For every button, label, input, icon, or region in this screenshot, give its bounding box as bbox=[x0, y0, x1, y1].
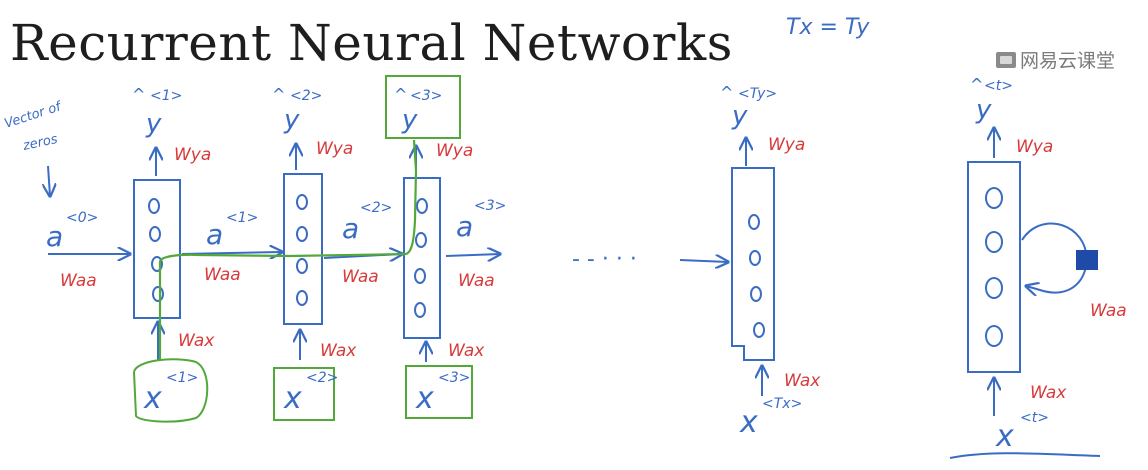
slide-title: Recurrent Neural Networks bbox=[10, 14, 733, 72]
a3-superscript: <3> bbox=[474, 198, 506, 214]
waa-label-0: Waa bbox=[60, 271, 97, 291]
note-tx-equals-ty: Tx = Ty bbox=[786, 15, 870, 40]
a1-arrow bbox=[181, 252, 282, 254]
input-box-1 bbox=[132, 358, 209, 423]
hat-mark-3: ^ bbox=[394, 85, 407, 104]
waa-label-3: Waa bbox=[458, 271, 495, 291]
hidden-cell-last bbox=[731, 167, 775, 361]
wya-label-3: Wya bbox=[436, 141, 473, 161]
y-hat-1: y bbox=[145, 109, 162, 139]
waa-label-1: Waa bbox=[204, 265, 241, 285]
timestep-3: Wya y ^ <3> Wax x <3> bbox=[385, 75, 485, 419]
rolled-x-sup: <t> bbox=[1020, 410, 1049, 426]
ellipsis-arrow bbox=[679, 260, 728, 262]
note-vector-of-zeros: Vector of zeros bbox=[3, 99, 65, 196]
wax-label-2: Wax bbox=[320, 341, 357, 361]
hidden-cell-2 bbox=[283, 173, 323, 325]
initial-activation-label: a <0> bbox=[46, 210, 98, 253]
a1-label: a bbox=[206, 218, 223, 251]
y-sup-1: <1> bbox=[150, 88, 182, 104]
a3-arrow bbox=[445, 254, 500, 256]
rolled-y-sup: <t> bbox=[984, 78, 1013, 94]
y-hat-last: y bbox=[731, 101, 748, 131]
y-hat-3: y bbox=[401, 105, 418, 135]
hidden-units-3 bbox=[414, 198, 428, 318]
a0-label: a bbox=[46, 220, 63, 253]
y-sup-2: <2> bbox=[290, 88, 322, 104]
underline-stroke bbox=[949, 452, 1101, 459]
wya-label-1: Wya bbox=[174, 145, 211, 165]
input-box-2 bbox=[273, 367, 335, 421]
hidden-cell-3 bbox=[403, 177, 441, 339]
y-sup-3: <3> bbox=[410, 88, 442, 104]
output-box-3 bbox=[385, 75, 461, 139]
note-line-1: Vector of bbox=[3, 99, 65, 132]
wya-label-last: Wya bbox=[768, 135, 805, 155]
cloud-classroom-logo-icon bbox=[996, 51, 1016, 68]
rolled-x-input: x bbox=[995, 419, 1014, 454]
note-arrow bbox=[48, 165, 50, 196]
wya-label-2: Wya bbox=[316, 139, 353, 159]
rolled-waa-label: Waa bbox=[1090, 301, 1127, 321]
rolled-cell bbox=[967, 161, 1021, 373]
hidden-cell-1 bbox=[133, 179, 181, 319]
a1-superscript: <1> bbox=[226, 210, 258, 226]
x-sup-3: <3> bbox=[438, 370, 470, 386]
rolled-hat-mark: ^ bbox=[970, 75, 983, 94]
hidden-units-2 bbox=[296, 194, 308, 306]
a0-superscript: <0> bbox=[66, 210, 98, 226]
hat-mark-2: ^ bbox=[272, 85, 285, 104]
x-input-1: x bbox=[143, 381, 162, 416]
input-box-3 bbox=[405, 365, 473, 419]
computation-path bbox=[158, 139, 418, 360]
rolled-rnn: Wya y ^ <t> Waa Wax x <t> bbox=[949, 75, 1127, 459]
note-line-2: zeros bbox=[21, 132, 59, 154]
wax-label-3: Wax bbox=[448, 341, 485, 361]
watermark: 网易云课堂 bbox=[996, 46, 1115, 73]
rolled-units bbox=[985, 187, 1003, 347]
a3-label: a bbox=[456, 210, 473, 243]
timestep-1: Wya y ^ <1> Wax x <1> bbox=[132, 85, 215, 423]
waa-label-2: Waa bbox=[342, 267, 379, 287]
timestep-last: Wya y ^ <Ty> Wax x <Tx> bbox=[720, 83, 821, 440]
x-input-last: x bbox=[739, 405, 758, 440]
wax-label-last: Wax bbox=[784, 371, 821, 391]
x-input-2: x bbox=[283, 381, 302, 416]
x-sup-1: <1> bbox=[166, 370, 198, 386]
a2-label: a bbox=[342, 212, 359, 245]
hat-mark-last: ^ bbox=[720, 83, 733, 102]
a2-superscript: <2> bbox=[360, 200, 392, 216]
x-sup-2: <2> bbox=[306, 370, 338, 386]
ellipsis: - - · · · bbox=[572, 247, 637, 272]
wax-label-1: Wax bbox=[178, 331, 215, 351]
rolled-wax-label: Wax bbox=[1030, 383, 1067, 403]
hidden-units-last bbox=[748, 214, 765, 338]
hat-mark-1: ^ bbox=[132, 85, 145, 104]
watermark-text: 网易云课堂 bbox=[1020, 50, 1116, 72]
timestep-2: Wya y ^ <2> Wax x <2> bbox=[272, 85, 357, 421]
x-input-3: x bbox=[415, 381, 434, 416]
x-sup-last: <Tx> bbox=[762, 396, 802, 412]
y-hat-2: y bbox=[283, 105, 300, 135]
y-sup-last: <Ty> bbox=[738, 86, 777, 102]
rolled-y-hat: y bbox=[975, 95, 992, 125]
hidden-units-1 bbox=[148, 198, 164, 302]
delay-block bbox=[1076, 250, 1098, 270]
rolled-wya-label: Wya bbox=[1016, 137, 1053, 157]
